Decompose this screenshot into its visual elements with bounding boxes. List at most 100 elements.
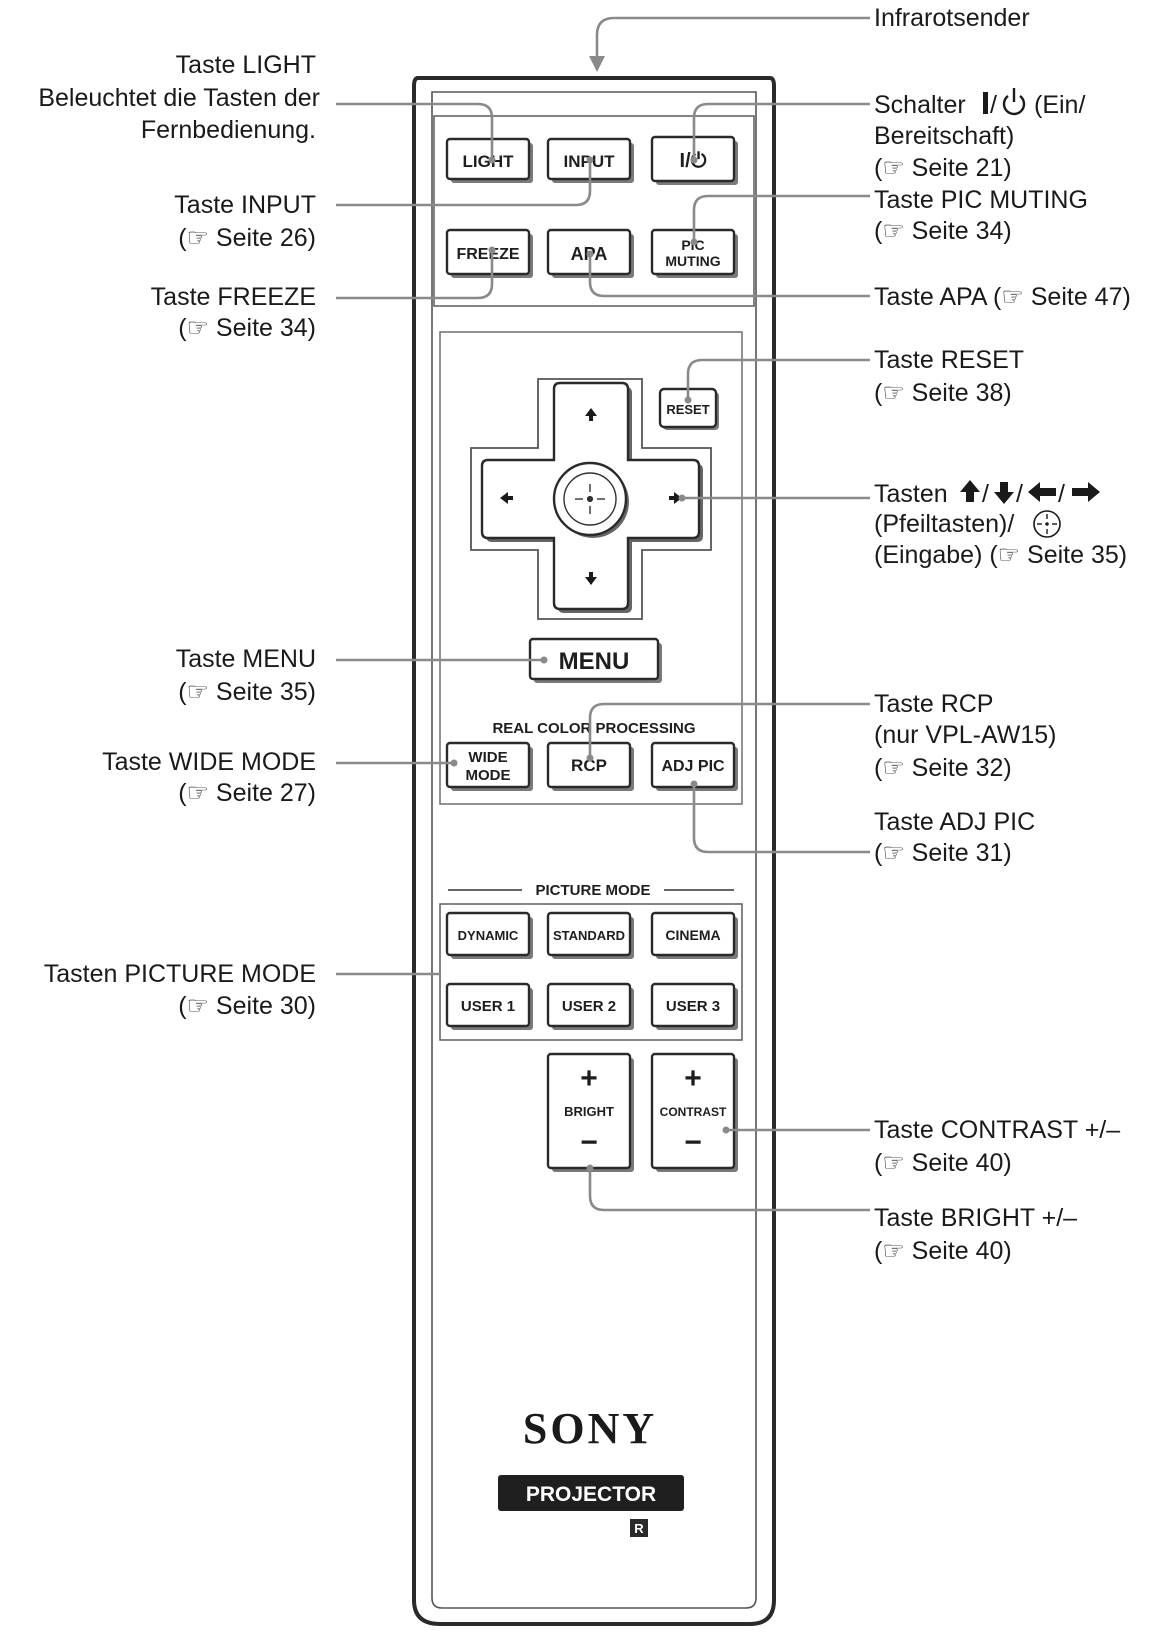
user2-label: USER 2 xyxy=(562,998,616,1015)
freeze-button-label: FREEZE xyxy=(456,246,519,263)
label-wide-ref: (☞ Seite 27) xyxy=(178,779,316,807)
menu-button-label: MENU xyxy=(559,648,630,675)
svg-text:/: / xyxy=(1016,480,1023,508)
label-picmode-title: Tasten PICTURE MODE xyxy=(44,960,316,988)
label-reset-title: Taste RESET xyxy=(874,346,1024,374)
standard-label: STANDARD xyxy=(553,928,625,943)
label-power-ref: (☞ Seite 21) xyxy=(874,154,1012,182)
arrow-down-icon[interactable] xyxy=(585,572,597,585)
arrow-right-icon[interactable] xyxy=(669,492,682,504)
wide-mode-button[interactable]: WIDE MODE xyxy=(445,741,533,791)
enter-button[interactable] xyxy=(552,461,629,538)
right-labels: Infrarotsender Schalter / (Ein/ Bereitsc… xyxy=(874,4,1131,1265)
light-button[interactable]: LIGHT xyxy=(445,137,533,183)
adj-pic-button[interactable]: ADJ PIC xyxy=(650,741,738,791)
label-light-desc-1: Beleuchtet die Tasten der xyxy=(38,84,320,112)
label-arrows-title: Tasten xyxy=(874,480,948,508)
picture-mode-header: PICTURE MODE xyxy=(535,882,650,899)
leader-lines xyxy=(336,16,870,1212)
label-contrast-ref: (☞ Seite 40) xyxy=(874,1149,1012,1177)
label-picmute-title: Taste PIC MUTING xyxy=(874,186,1088,214)
user2-button[interactable]: USER 2 xyxy=(546,982,634,1030)
user3-label: USER 3 xyxy=(666,998,720,1015)
freeze-button[interactable]: FREEZE xyxy=(445,228,533,278)
rcp-header: REAL COLOR PROCESSING xyxy=(492,720,695,737)
d-pad xyxy=(470,378,712,620)
user1-button[interactable]: USER 1 xyxy=(445,982,533,1030)
label-freeze-ref: (☞ Seite 34) xyxy=(178,314,316,342)
svg-text:/: / xyxy=(990,91,997,119)
dynamic-button[interactable]: DYNAMIC xyxy=(445,911,533,959)
middle-panel xyxy=(439,331,743,805)
standard-button[interactable]: STANDARD xyxy=(546,911,634,959)
label-adjpic-title: Taste ADJ PIC xyxy=(874,808,1035,836)
label-rcp-line2: (nur VPL-AW15) xyxy=(874,721,1056,749)
sony-logo: SONY xyxy=(523,1404,657,1453)
label-power-title-a: Schalter xyxy=(874,91,966,119)
adj-pic-button-label: ADJ PIC xyxy=(661,758,725,775)
contrast-button[interactable]: + CONTRAST − xyxy=(650,1052,738,1172)
dynamic-label: DYNAMIC xyxy=(458,928,519,943)
label-light-title: Taste LIGHT xyxy=(176,51,316,79)
arrow-keys-icons: / / / xyxy=(960,480,1100,508)
picture-mode-panel xyxy=(439,903,743,1041)
rcp-button-label: RCP xyxy=(571,756,607,775)
label-adjpic-ref: (☞ Seite 31) xyxy=(874,839,1012,867)
label-menu-title: Taste MENU xyxy=(176,645,316,673)
rcp-button[interactable]: RCP xyxy=(546,741,634,791)
svg-text:/: / xyxy=(1058,480,1065,508)
power-switch-icon: / xyxy=(983,88,1026,119)
enter-symbol-icon xyxy=(1033,510,1061,538)
label-menu-ref: (☞ Seite 35) xyxy=(178,678,316,706)
label-picmode-ref: (☞ Seite 30) xyxy=(178,992,316,1020)
contrast-label: CONTRAST xyxy=(660,1105,727,1119)
label-bright-ref: (☞ Seite 40) xyxy=(874,1237,1012,1265)
label-arrows-line3: (Eingabe) (☞ Seite 35) xyxy=(874,541,1127,569)
label-wide-title: Taste WIDE MODE xyxy=(102,748,316,776)
reset-button-label: RESET xyxy=(666,402,709,417)
cinema-button[interactable]: CINEMA xyxy=(650,911,738,959)
arrow-up-icon[interactable] xyxy=(585,408,597,421)
cinema-label: CINEMA xyxy=(665,927,720,943)
label-light-desc-2: Fernbedienung. xyxy=(141,116,316,144)
label-rcp-ref: (☞ Seite 32) xyxy=(874,754,1012,782)
reset-button[interactable]: RESET xyxy=(658,387,719,430)
enter-icon xyxy=(575,484,605,514)
label-picmute-ref: (☞ Seite 34) xyxy=(874,217,1012,245)
label-apa: Taste APA (☞ Seite 47) xyxy=(874,283,1131,311)
svg-text:/: / xyxy=(982,480,989,508)
wide-mode-label-2: MODE xyxy=(466,767,511,784)
user1-label: USER 1 xyxy=(461,998,515,1015)
projector-badge: PROJECTOR xyxy=(498,1475,684,1511)
label-contrast-title: Taste CONTRAST +/– xyxy=(874,1116,1120,1144)
pic-muting-label-2: MUTING xyxy=(665,253,720,269)
contrast-minus-icon[interactable]: − xyxy=(684,1126,702,1159)
bright-plus-icon[interactable]: + xyxy=(580,1062,598,1095)
r-mark-icon: R xyxy=(630,1519,648,1537)
bright-button[interactable]: + BRIGHT − xyxy=(546,1052,634,1172)
arrow-left-icon[interactable] xyxy=(500,492,513,504)
menu-button[interactable]: MENU xyxy=(528,637,662,683)
input-button[interactable]: INPUT xyxy=(546,137,634,183)
pic-muting-button[interactable]: PIC MUTING xyxy=(650,228,738,278)
label-rcp-title: Taste RCP xyxy=(874,690,993,718)
bright-minus-icon[interactable]: − xyxy=(580,1126,598,1159)
wide-mode-label-1: WIDE xyxy=(468,749,507,766)
svg-text:R: R xyxy=(634,1521,644,1536)
top-panel xyxy=(433,115,755,307)
user3-button[interactable]: USER 3 xyxy=(650,982,738,1030)
projector-label: PROJECTOR xyxy=(526,1483,656,1506)
label-reset-ref: (☞ Seite 38) xyxy=(874,379,1012,407)
label-power-line2: Bereitschaft) xyxy=(874,122,1014,150)
bright-label: BRIGHT xyxy=(564,1104,614,1119)
left-labels: Taste LIGHT Beleuchtet die Tasten der Fe… xyxy=(38,51,320,1020)
label-input-title: Taste INPUT xyxy=(174,191,316,219)
label-freeze-title: Taste FREEZE xyxy=(151,283,316,311)
label-infrarot: Infrarotsender xyxy=(874,4,1030,32)
label-bright-title: Taste BRIGHT +/– xyxy=(874,1204,1077,1232)
label-input-ref: (☞ Seite 26) xyxy=(178,224,316,252)
light-button-label: LIGHT xyxy=(463,152,515,171)
contrast-plus-icon[interactable]: + xyxy=(684,1062,702,1095)
